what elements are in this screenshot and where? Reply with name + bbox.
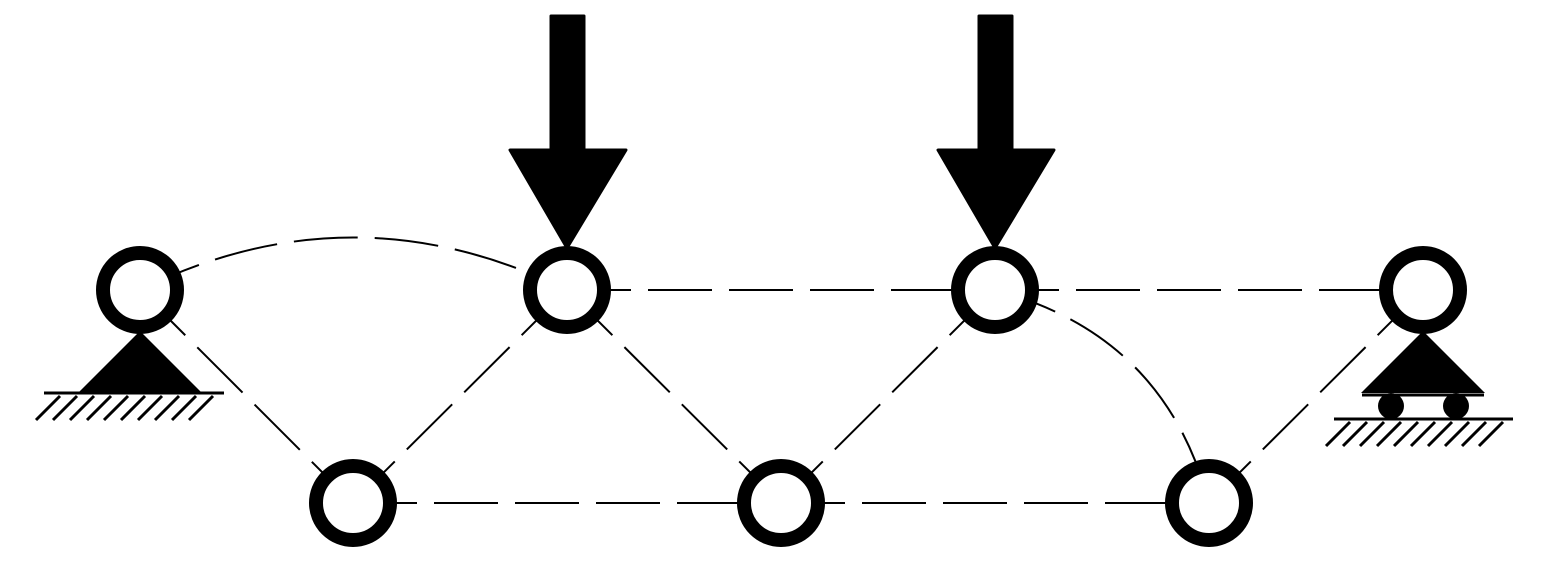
loads bbox=[508, 14, 1056, 250]
roller-wheel-right bbox=[1443, 393, 1469, 419]
pin-support-icon bbox=[34, 331, 224, 422]
roller-wheel-left bbox=[1378, 393, 1404, 419]
node-n4 bbox=[1379, 246, 1467, 334]
nodes bbox=[96, 246, 1467, 547]
members bbox=[139, 236, 1424, 504]
member-n2-n5 bbox=[352, 289, 568, 504]
node-n3 bbox=[951, 246, 1039, 334]
ground-hatch-right bbox=[1324, 420, 1505, 448]
node-n6 bbox=[737, 459, 825, 547]
roller-support-icon bbox=[1324, 331, 1513, 448]
node-n5 bbox=[309, 459, 397, 547]
node-n1 bbox=[96, 246, 184, 334]
member-n1-n5 bbox=[139, 289, 354, 504]
node-n2 bbox=[523, 246, 611, 334]
node-n7 bbox=[1165, 459, 1253, 547]
arrow-down-icon bbox=[508, 14, 628, 250]
arrow-down-icon bbox=[936, 14, 1056, 250]
member-n1-n2 bbox=[139, 236, 568, 291]
ground-hatch-left bbox=[34, 394, 215, 422]
member-n3-n7 bbox=[994, 289, 1210, 504]
member-n4-n7 bbox=[1208, 289, 1424, 504]
member-n3-n6 bbox=[780, 289, 996, 504]
member-n2-n6 bbox=[566, 289, 782, 504]
